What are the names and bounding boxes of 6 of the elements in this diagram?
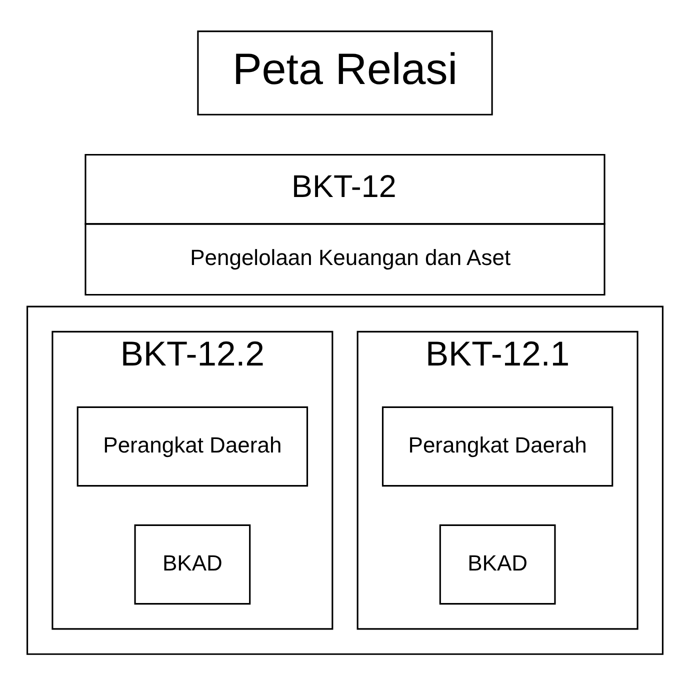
- node-box: BKAD: [134, 524, 251, 604]
- node-box: BKAD: [439, 524, 556, 604]
- node-box: Perangkat Daerah: [76, 406, 308, 486]
- node-box: Perangkat Daerah: [382, 406, 614, 486]
- cluster: [26, 305, 664, 654]
- node-box: Peta Relasi: [197, 30, 493, 115]
